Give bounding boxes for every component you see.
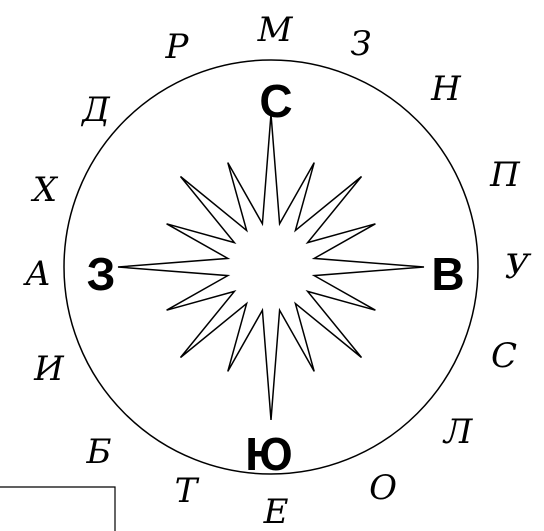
direction-west: З <box>87 248 116 300</box>
month-initial: Л <box>442 412 474 452</box>
month-initial: Т <box>175 471 200 511</box>
month-initial: У <box>505 247 532 287</box>
direction-east: В <box>431 248 464 300</box>
month-initial: Д <box>80 90 111 130</box>
month-initial: А <box>23 254 51 294</box>
month-initial: И <box>33 349 65 389</box>
month-initial: Б <box>86 432 112 472</box>
month-initial: Е <box>263 492 289 531</box>
month-initial: Х <box>30 170 59 210</box>
month-initial: Р <box>165 27 190 67</box>
corner-box <box>0 486 116 531</box>
month-initial: Н <box>430 69 462 109</box>
direction-north: С <box>259 75 292 127</box>
month-initial: З <box>350 24 371 64</box>
month-initial: П <box>489 155 521 195</box>
compass-circle <box>63 59 479 475</box>
month-initial: С <box>491 336 517 376</box>
month-initial: М <box>257 10 294 50</box>
direction-south: Ю <box>245 428 292 480</box>
month-initial: О <box>369 468 397 508</box>
compass-star <box>117 113 425 421</box>
